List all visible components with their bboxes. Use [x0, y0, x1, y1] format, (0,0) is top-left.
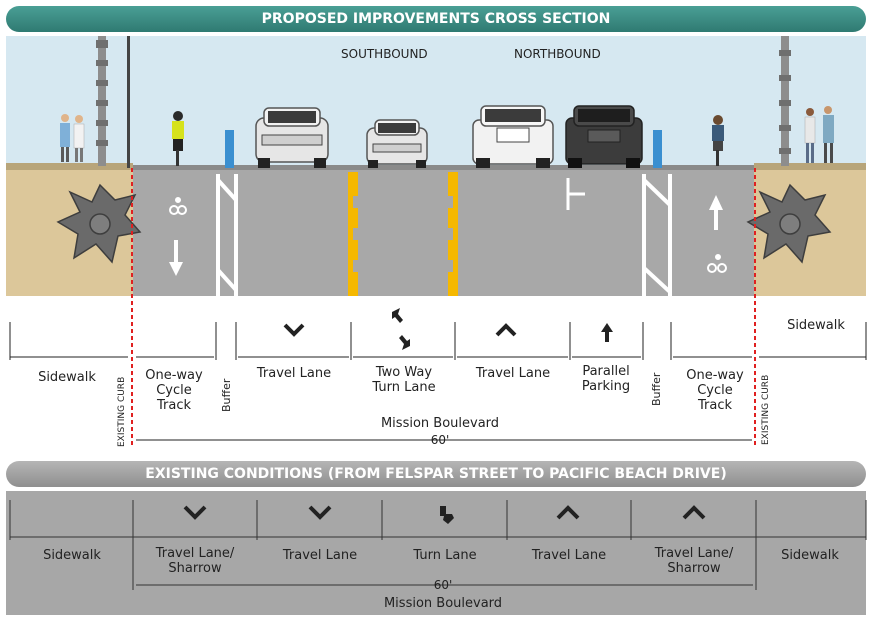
bike-symbol-right: [707, 254, 727, 273]
southbound-label: SOUTHBOUND: [341, 47, 428, 61]
car-southbound-2: [366, 119, 428, 168]
existing-street-name: Mission Boulevard: [383, 596, 503, 611]
proposed-dimension-ticks: [9, 322, 867, 360]
lane-label-buffer-right: Buffer: [650, 372, 663, 406]
tree-canopy-right: [746, 183, 832, 264]
existing-conditions-panel: [6, 491, 866, 615]
cyclist-left: [172, 111, 184, 166]
lane-label-sidewalk-left: Sidewalk: [38, 370, 96, 385]
chevron-down-icon: [283, 323, 305, 337]
turn-lane-dashes: [353, 196, 453, 272]
tree-canopy-left: [56, 183, 142, 264]
proposed-section-title: PROPOSED IMPROVEMENTS CROSS SECTION: [6, 6, 866, 32]
existing-label-travel-sharrow-right: Travel Lane/ Sharrow: [654, 546, 734, 576]
existing-label-travel-sharrow-left: Travel Lane/ Sharrow: [155, 546, 235, 576]
chevron-up-icon: [495, 323, 517, 337]
bollard-right: [653, 130, 662, 168]
light-pole: [127, 36, 130, 168]
lane-label-cycle-track-right: One-way Cycle Track: [686, 368, 744, 413]
sidewalk-curb-right: [754, 163, 866, 171]
existing-label-sidewalk-left: Sidewalk: [43, 548, 101, 563]
proposed-width-label: 60': [430, 433, 450, 447]
lane-label-cycle-track-left: One-way Cycle Track: [145, 368, 203, 413]
existing-curb-label-left: EXISTING CURB: [117, 376, 127, 447]
lane-label-travel-northbound: Travel Lane: [475, 366, 551, 381]
sidewalk-curb-left: [6, 163, 133, 171]
existing-chevrons-up: [556, 505, 706, 520]
bollard-left: [225, 130, 234, 168]
two-way-turn-arrows-icon: [392, 308, 410, 350]
lane-label-two-way-turn: Two Way Turn Lane: [372, 365, 436, 395]
lane-label-buffer-left: Buffer: [220, 378, 233, 412]
lane-label-travel-southbound: Travel Lane: [256, 366, 332, 381]
existing-dimension-ticks: [9, 500, 867, 590]
existing-turn-arrow-icon: [440, 506, 454, 524]
proposed-street-name: Mission Boulevard: [380, 416, 500, 431]
car-southbound-1: [255, 107, 329, 168]
existing-section-title: EXISTING CONDITIONS (FROM FELSPAR STREET…: [6, 461, 866, 487]
existing-dimension-lines: [10, 536, 866, 586]
northbound-label: NORTHBOUND: [514, 47, 601, 61]
arrow-up-right-cycle: [709, 195, 723, 230]
suv-parked: [565, 105, 643, 168]
cyclist-right: [712, 115, 724, 166]
existing-curb-label-right: EXISTING CURB: [761, 374, 771, 445]
lane-label-sidewalk-right: Sidewalk: [787, 318, 845, 333]
bike-symbol-left: [169, 197, 187, 215]
existing-label-travel-left: Travel Lane: [282, 548, 358, 563]
truck-northbound: [472, 105, 554, 168]
lane-label-parallel-parking: Parallel Parking: [581, 364, 631, 394]
buffer-right-marking: [642, 174, 672, 296]
existing-label-travel-right: Travel Lane: [531, 548, 607, 563]
buffer-left-marking: [216, 174, 238, 296]
arrow-up-icon: [601, 323, 613, 342]
sky: [6, 36, 866, 168]
existing-chevrons-down: [183, 505, 332, 520]
palm-tree-right: [779, 36, 791, 166]
palm-tree-left: [96, 36, 108, 166]
existing-label-sidewalk-right: Sidewalk: [781, 548, 839, 563]
pedestrians-left: [60, 114, 85, 162]
existing-label-turn-lane: Turn Lane: [413, 548, 477, 563]
road-edge: [133, 165, 754, 170]
parking-t-marking: [566, 178, 585, 210]
arrow-down-left-cycle: [169, 240, 183, 276]
pedestrians-right: [804, 106, 834, 163]
proposed-dimension-lines: [10, 356, 866, 441]
existing-width-label: 60': [433, 578, 453, 592]
